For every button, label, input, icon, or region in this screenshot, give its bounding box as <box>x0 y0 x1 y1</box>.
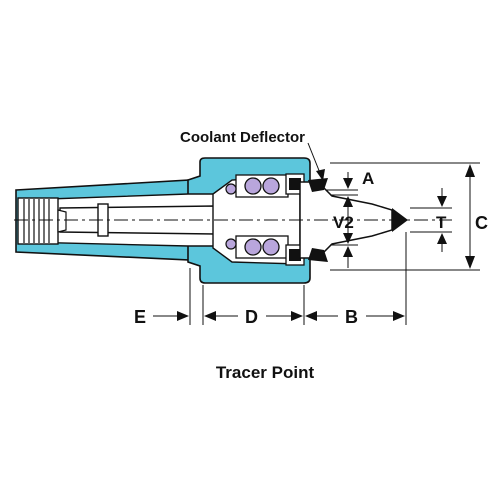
bearing-ball <box>244 238 262 256</box>
bearing-ball <box>244 177 262 195</box>
dim-label-b: B <box>345 307 358 327</box>
coolant-deflector-label: Coolant Deflector <box>180 129 305 146</box>
bearing-ball-small <box>225 238 237 250</box>
bearing-ball <box>262 238 280 256</box>
dim-label-d: D <box>245 307 258 327</box>
dim-label-t: T <box>436 213 447 232</box>
bearing-ball <box>262 177 280 195</box>
dim-label-c: C <box>475 213 488 233</box>
dim-label-v2: V2 <box>333 213 354 232</box>
dim-label-a: A <box>362 169 374 188</box>
dimension-arrows <box>177 164 475 321</box>
bearing-ball-small <box>225 183 237 195</box>
threaded-end <box>17 197 67 245</box>
coolant-deflector <box>308 178 328 262</box>
diagram-caption: Tracer Point <box>216 363 315 382</box>
dim-label-e: E <box>134 307 146 327</box>
bearing-lower <box>225 235 289 259</box>
